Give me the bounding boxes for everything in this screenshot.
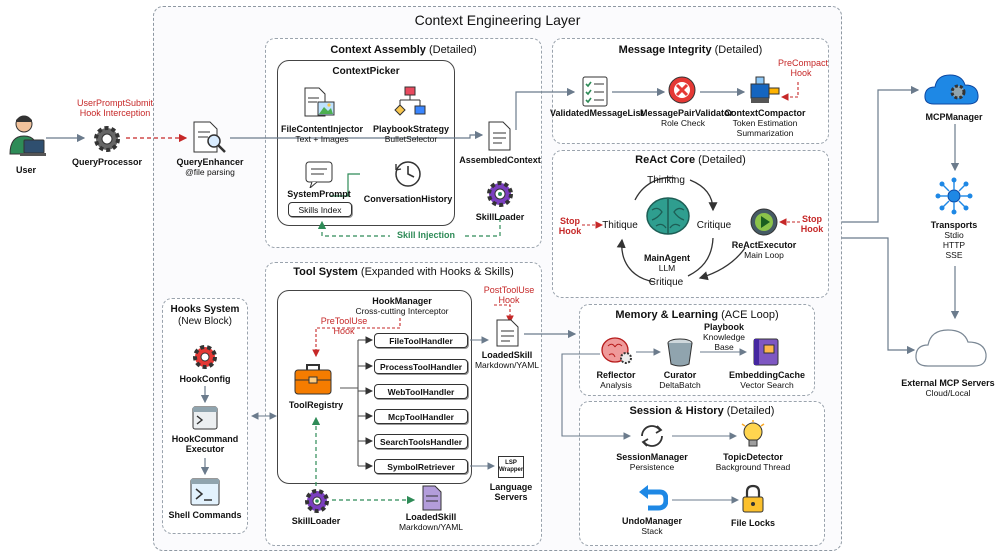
skill-loader-bottom-label: SkillLoader	[291, 516, 341, 526]
user-icon	[9, 115, 46, 156]
search-tools-handler: SearchToolsHandler	[374, 434, 468, 449]
message-integrity-title: Message Integrity (Detailed)	[618, 44, 763, 56]
loaded-skill-doc-icon	[422, 485, 442, 511]
play-icon	[750, 208, 778, 236]
query-processor-label: QueryProcessor	[71, 157, 143, 167]
bucket-icon	[667, 338, 693, 367]
hook-config-icon	[193, 345, 217, 369]
compactor-icon	[750, 76, 780, 103]
lsp-wrapper-icon: LSP Wrapper	[498, 456, 524, 478]
reflector-brain-icon	[601, 337, 632, 364]
sync-icon	[641, 425, 663, 447]
book-icon	[753, 338, 779, 366]
gear-icon	[94, 126, 120, 152]
chat-document-icon	[305, 161, 333, 188]
thitique-label: Thitique	[602, 220, 638, 231]
network-hub-icon	[935, 177, 973, 215]
file-locks-label: File Locks	[730, 518, 775, 528]
hook-config-label: HookConfig	[179, 374, 231, 384]
terminal-icon	[192, 406, 218, 430]
shell-icon	[190, 478, 220, 506]
blocked-icon	[668, 76, 696, 104]
flowchart-icon	[394, 86, 426, 116]
skill-injection-label: Skill Injection	[390, 230, 462, 240]
process-tool-handler: ProcessToolHandler	[374, 359, 468, 374]
hooks-system-title: Hooks System(New Block)	[170, 304, 240, 327]
skill-loader-label: SkillLoader	[475, 212, 525, 222]
memory-learning-title: Memory & Learning (ACE Loop)	[615, 309, 779, 321]
user-label: User	[15, 165, 36, 175]
mcp-tool-handler: McpToolHandler	[374, 409, 468, 424]
session-history-box	[579, 401, 825, 546]
critique-right-label: Critique	[696, 220, 732, 231]
toolbox-icon	[294, 364, 332, 395]
cloud-gear-icon	[924, 74, 979, 105]
mcp-manager-label: MCPManager	[925, 112, 983, 122]
document-icon	[488, 121, 511, 151]
document-search-icon	[193, 121, 226, 153]
brain-icon	[646, 197, 690, 235]
skill-document-icon	[496, 319, 519, 347]
lightbulb-icon	[741, 420, 765, 447]
cloud-icon	[915, 329, 987, 367]
system-prompt-label: SystemPrompt	[287, 189, 351, 199]
tool-registry-label: ToolRegistry	[288, 400, 344, 410]
context-picker-title: ContextPicker	[332, 66, 400, 77]
undo-icon	[639, 485, 668, 511]
skill-gear-icon	[487, 181, 513, 207]
layer-title: Context Engineering Layer	[414, 12, 581, 28]
thinking-label: Thinking	[647, 175, 685, 186]
session-history-title: Session & History (Detailed)	[629, 405, 775, 417]
web-tool-handler: WebToolHandler	[374, 384, 468, 399]
tool-system-title: Tool System (Expanded with Hooks & Skill…	[293, 266, 514, 278]
context-picker-box	[277, 60, 455, 226]
assembled-context-label: AssembledContext	[459, 155, 541, 165]
react-core-title: ReAct Core (Detailed)	[635, 154, 746, 166]
checklist-icon	[582, 76, 608, 107]
file-tool-handler: FileToolHandler	[374, 333, 468, 348]
file-image-icon	[304, 87, 335, 117]
tool-registry-box	[277, 290, 472, 484]
shell-commands-label: Shell Commands	[168, 510, 242, 520]
context-assembly-title: Context Assembly (Detailed)	[330, 44, 477, 56]
clock-history-icon	[395, 161, 421, 187]
lock-icon	[742, 484, 764, 513]
skill-loader-gear-icon	[305, 489, 329, 513]
query-enhancer-label: QueryEnhancer@file parsing	[176, 157, 244, 177]
symbol-retriever: SymbolRetriever	[374, 459, 468, 474]
validated-message-list-label: ValidatedMessageList	[550, 108, 644, 118]
conversation-history-label: ConversationHistory	[363, 194, 453, 204]
skills-index-chip: Skills Index	[288, 202, 352, 217]
critique-bottom-label: Critique	[648, 277, 684, 288]
